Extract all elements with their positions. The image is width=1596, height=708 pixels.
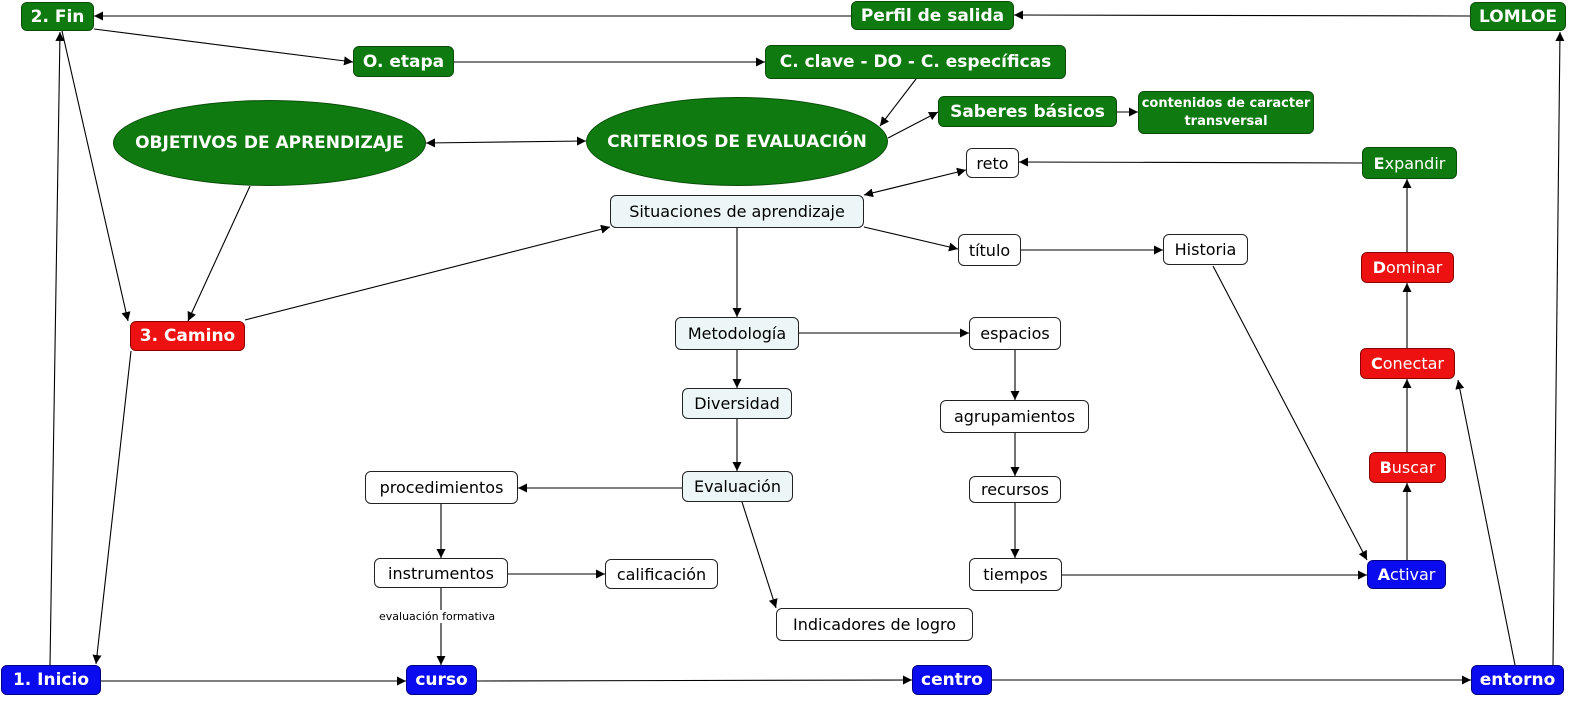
node-procedimientos[interactable]: procedimientos: [365, 471, 518, 504]
edge-label-evaluacion-formativa: evaluación formativa: [377, 610, 498, 623]
node-criterios-de-evaluacion[interactable]: CRITERIOS DE EVALUACIÓN: [586, 97, 888, 186]
node-tiempos[interactable]: tiempos: [969, 558, 1062, 591]
node-o-etapa[interactable]: O. etapa: [353, 46, 454, 77]
edge-objetivos-criterios: [425, 136, 587, 148]
edge-fin-camino: [61, 30, 131, 322]
node-situaciones-de-aprendizaje[interactable]: Situaciones de aprendizaje: [610, 195, 864, 228]
edge-situaciones-reto: [863, 167, 967, 198]
edge-evaluacion-indicadores: [741, 501, 778, 609]
node-reto[interactable]: reto: [966, 148, 1019, 178]
activar-initial: A: [1377, 565, 1390, 584]
edge-expandir-reto: [1018, 157, 1363, 167]
dominar-initial: D: [1372, 258, 1386, 277]
edge-lomloe-perfil: [1013, 10, 1471, 20]
edge-camino-situaciones: [244, 224, 611, 321]
node-espacios[interactable]: espacios: [969, 317, 1061, 350]
node-lomloe[interactable]: LOMLOE: [1470, 2, 1566, 31]
edge-entorno-lomloe: [1552, 31, 1565, 666]
node-entorno[interactable]: entorno: [1471, 665, 1564, 695]
edge-historia-activar: [1212, 265, 1368, 561]
node-contenidos-transversal[interactable]: contenidos de caracter transversal: [1138, 91, 1314, 134]
edge-inicio-fin: [49, 31, 65, 667]
edge-fin-oetapa: [93, 28, 354, 66]
node-c-clave[interactable]: C. clave - DO - C. específicas: [765, 45, 1066, 79]
node-fin[interactable]: 2. Fin: [21, 2, 94, 31]
activar-rest: ctivar: [1390, 565, 1436, 584]
node-saberes-basicos[interactable]: Saberes básicos: [938, 96, 1117, 127]
dominar-rest: ominar: [1385, 258, 1443, 277]
node-perfil-de-salida[interactable]: Perfil de salida: [851, 1, 1014, 30]
node-objetivos-de-aprendizaje[interactable]: OBJETIVOS DE APRENDIZAJE: [113, 100, 426, 186]
edge-entorno-conectar: [1455, 379, 1516, 666]
expandir-initial: E: [1373, 153, 1385, 173]
node-evaluacion[interactable]: Evaluación: [682, 471, 793, 502]
conectar-initial: C: [1371, 354, 1383, 373]
node-metodologia[interactable]: Metodología: [675, 317, 799, 350]
edge-situaciones-titulo: [863, 226, 959, 252]
node-curso[interactable]: curso: [406, 665, 477, 695]
node-diversidad[interactable]: Diversidad: [682, 388, 792, 419]
node-calificacion[interactable]: calificación: [605, 559, 718, 589]
edge-curso-centro: [476, 675, 913, 685]
node-indicadores-de-logro[interactable]: Indicadores de logro: [776, 608, 973, 641]
conectar-rest: onectar: [1382, 354, 1444, 373]
edge-camino-inicio: [92, 350, 132, 665]
node-instrumentos[interactable]: instrumentos: [374, 558, 508, 588]
node-historia[interactable]: Historia: [1163, 234, 1248, 265]
expandir-rest: xpandir: [1384, 153, 1446, 173]
node-inicio[interactable]: 1. Inicio: [1, 665, 101, 695]
node-camino[interactable]: 3. Camino: [130, 321, 245, 351]
node-agrupamientos[interactable]: agrupamientos: [940, 400, 1089, 433]
edge-objetivos-camino: [187, 185, 251, 322]
buscar-initial: B: [1379, 458, 1392, 477]
node-recursos[interactable]: recursos: [969, 476, 1061, 503]
buscar-rest: uscar: [1391, 458, 1436, 477]
node-centro[interactable]: centro: [912, 665, 992, 695]
edge-criterios-saberes: [887, 111, 939, 139]
node-titulo[interactable]: título: [958, 234, 1021, 266]
edge-cclave-criterios: [879, 78, 917, 127]
